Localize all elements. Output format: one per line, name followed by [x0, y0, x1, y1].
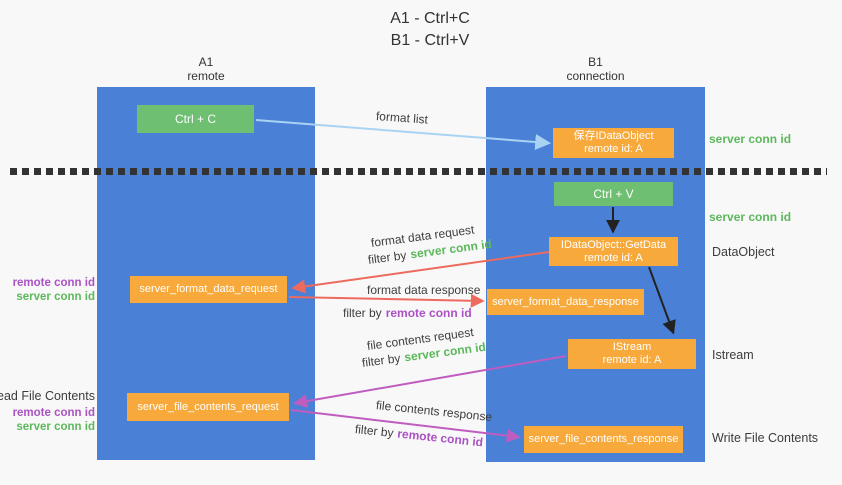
format-list-label: format list	[375, 109, 429, 127]
server-format-data-response-node: server_format_data_response	[487, 289, 644, 315]
server-conn-id-label: server conn id	[16, 291, 95, 303]
column-a-header: A1 remote	[97, 55, 315, 83]
remote-conn-id-label: remote conn id	[12, 407, 95, 419]
server-conn-id-label: server conn id	[16, 421, 95, 433]
column-b-role: connection	[566, 69, 625, 83]
server-format-data-request-node: server_format_data_request	[130, 276, 287, 303]
filter-by-text: filter by	[361, 351, 402, 370]
remote-conn-id-label: remote conn id	[12, 277, 95, 289]
server-file-contents-request-node: server_file_contents_request	[127, 393, 289, 421]
title-line-paste: B1 - Ctrl+V	[390, 32, 470, 49]
file-contents-response-label: file contents response	[375, 398, 493, 425]
server-format-data-request-label: server_format_data_request	[139, 283, 278, 295]
server-conn-id-top-label: server conn id	[709, 132, 792, 146]
filter-by-text: filter by	[367, 248, 408, 267]
save-dataobject-node: 保存IDataObject remote id: A	[553, 128, 674, 158]
filter-by-text: filter by	[343, 306, 382, 320]
remote-conn-id-text: remote conn id	[385, 306, 472, 320]
getdata-node: IDataObject::GetData remote id: A	[549, 237, 678, 266]
istream-line2: remote id: A	[602, 354, 662, 366]
arrow-format-data-response	[288, 293, 485, 308]
ctrl-v-label: Ctrl + V	[593, 187, 634, 201]
remote-conn-id-text: remote conn id	[396, 426, 484, 450]
istream-line1: IStream	[612, 341, 652, 353]
column-a-role: remote	[187, 69, 225, 83]
copy-paste-separator-line	[10, 168, 827, 175]
istream-side-label: Istream	[712, 348, 754, 362]
ctrl-c-label: Ctrl + C	[174, 112, 216, 126]
server-format-data-response-label: server_format_data_response	[492, 295, 639, 308]
column-a-name: A1	[198, 55, 214, 69]
getdata-line2: remote id: A	[584, 251, 643, 264]
server-file-contents-response-node: server_file_contents_response	[524, 426, 683, 453]
getdata-line1: IDataObject::GetData	[560, 238, 667, 251]
write-file-contents-label: Write File Contents	[712, 431, 819, 445]
dataobject-label: DataObject	[712, 245, 775, 259]
server-conn-id-mid-label: server conn id	[709, 210, 792, 224]
ctrl-c-node: Ctrl + C	[137, 105, 254, 133]
column-b-name: B1	[588, 55, 603, 69]
title-line-copy: A1 - Ctrl+C	[390, 10, 470, 27]
ctrl-v-node: Ctrl + V	[554, 182, 673, 206]
istream-node: IStream remote id: A	[568, 339, 696, 369]
server-file-contents-request-label: server_file_contents_request	[137, 400, 279, 413]
format-data-response-label: format data response	[367, 283, 481, 297]
save-dataobject-line1: 保存IDataObject	[573, 130, 654, 142]
read-file-contents-label: Read File Contents	[0, 389, 95, 403]
file-request-conn-ids: Read File Contents remote conn id server…	[0, 389, 95, 434]
column-b-header: B1 connection	[486, 55, 705, 83]
format-request-conn-ids: remote conn id server conn id	[13, 276, 95, 304]
filter-by-text: filter by	[354, 422, 395, 441]
save-dataobject-line2: remote id: A	[584, 143, 643, 155]
server-file-contents-response-label: server_file_contents_response	[528, 433, 679, 445]
diagram-title: A1 - Ctrl+C B1 - Ctrl+V	[300, 8, 560, 52]
